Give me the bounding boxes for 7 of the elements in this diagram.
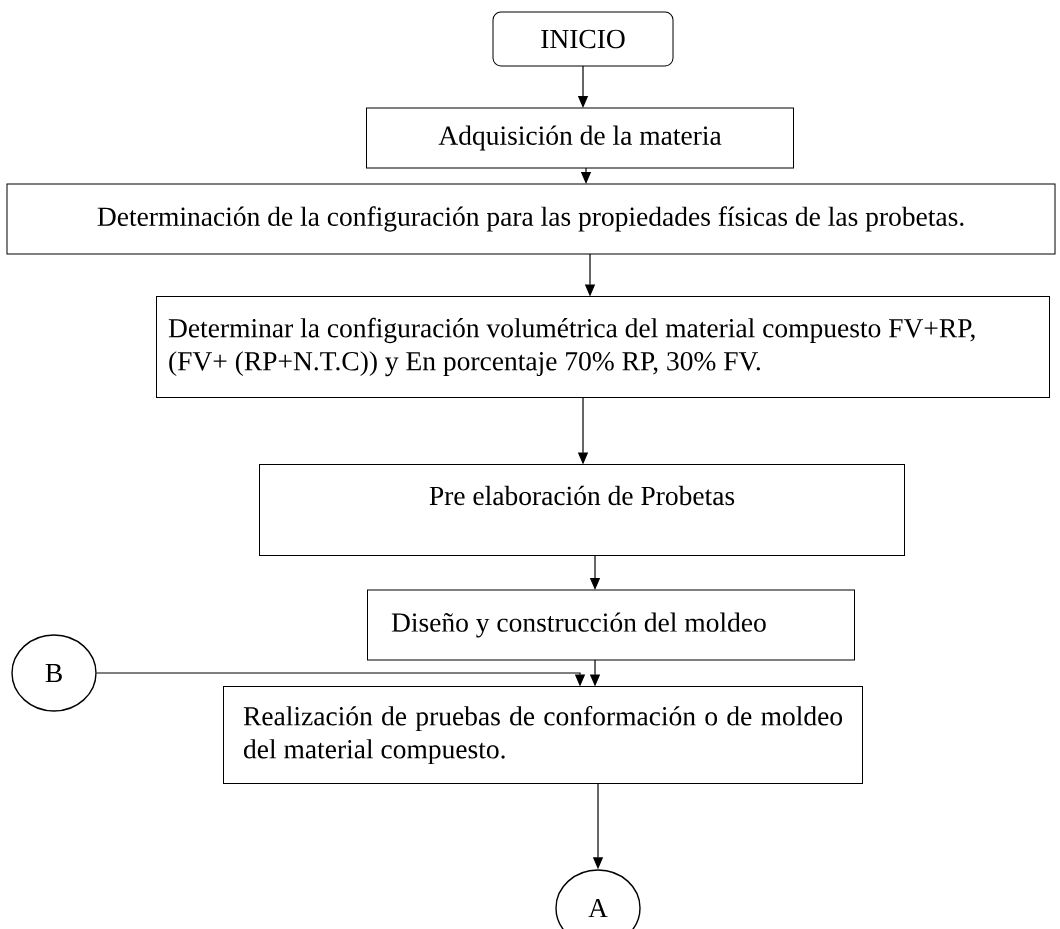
process-box: Pre elaboración de Probetas — [259, 464, 905, 556]
start-box: INICIO — [492, 11, 674, 67]
process-box: Realización de pruebas de conformación o de moldeo del material compuesto. — [223, 686, 863, 784]
process-box: Determinación de la configuración para las propiedades físicas de las probetas. — [6, 183, 1056, 255]
process-box: Diseño y construcción del moldeo — [367, 589, 855, 661]
process-box: Determinar la configuración volumétrica del material compuesto FV+RP, (FV+ (RP+N.T.C)) y En porcentaje 70% RP, 30% FV. — [156, 296, 1050, 398]
process-box: Adquisición de la materia — [366, 107, 794, 169]
